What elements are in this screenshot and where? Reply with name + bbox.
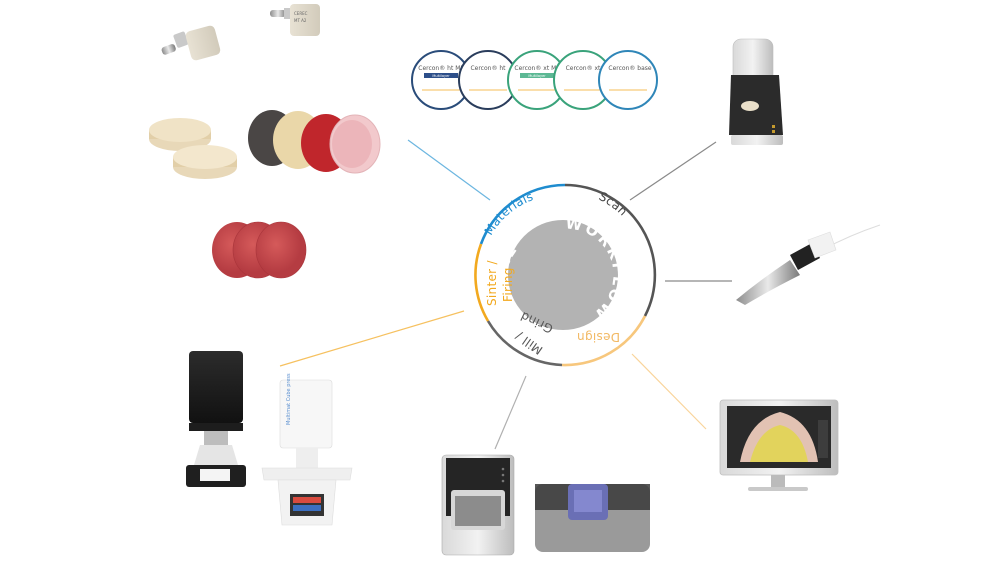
product-cadcam-block-2[interactable]: CEREC MT A2 — [270, 4, 320, 36]
svg-text:Cercon® xt ML: Cercon® xt ML — [514, 65, 560, 72]
product-lab-scanner[interactable] — [729, 38, 783, 145]
svg-text:Multimat Cube press: Multimat Cube press — [286, 373, 292, 425]
product-design-monitor[interactable] — [719, 399, 839, 491]
connector-scan — [629, 141, 717, 201]
product-multi-color-discs[interactable] — [248, 110, 381, 174]
ring-segment-mill — [486, 320, 563, 367]
workflow-ring — [474, 183, 657, 367]
product-press-furnace[interactable]: Multimat Cube press — [261, 373, 353, 526]
product-mill-small[interactable] — [441, 454, 515, 556]
connector-design — [631, 353, 707, 430]
workflow-core — [508, 220, 618, 330]
svg-text:Cercon® ht ML: Cercon® ht ML — [418, 65, 464, 72]
connector-materials — [407, 139, 491, 201]
svg-text:Cercon® base: Cercon® base — [608, 65, 652, 72]
connector-sinter — [279, 310, 465, 367]
svg-text:Cercon® ht: Cercon® ht — [470, 65, 506, 72]
stage-label-sinter[interactable]: Sinter / — [485, 260, 499, 306]
stage-label-firing[interactable]: Firing — [501, 267, 515, 302]
svg-text:Cercon® xt: Cercon® xt — [566, 65, 601, 72]
svg-text:MT A2: MT A2 — [294, 18, 307, 23]
product-pmma-discs[interactable] — [149, 118, 237, 179]
ring-segment-sinter — [474, 243, 490, 322]
stage-label-scan[interactable]: Scan — [597, 189, 631, 219]
disc-cercon-xt-ml[interactable]: Cercon® xt ML Multilayer — [507, 50, 567, 110]
disc-cercon-base[interactable]: Cercon® base — [598, 50, 658, 110]
stage-label-materials[interactable]: Materials — [482, 189, 536, 237]
ring-segment-materials — [479, 183, 566, 245]
product-intraoral-scanner[interactable] — [736, 224, 881, 305]
stage-label-design[interactable]: Design — [577, 330, 620, 344]
product-mill-large[interactable] — [535, 484, 650, 552]
product-cadcam-block-1[interactable] — [161, 25, 222, 62]
svg-text:CEREC: CEREC — [294, 11, 308, 16]
product-red-discs[interactable] — [212, 221, 307, 279]
connector-mill — [494, 375, 527, 450]
ring-segment-design — [561, 315, 647, 367]
svg-text:Multilayer: Multilayer — [528, 74, 546, 78]
svg-text:Multilayer: Multilayer — [432, 74, 450, 78]
ring-segment-scan — [564, 183, 657, 317]
disc-cercon-ht[interactable]: Cercon® ht — [458, 50, 518, 110]
product-cercon-discs[interactable]: Cercon® ht ML Multilayer Cercon® ht Cerc… — [411, 50, 658, 110]
product-sintering-furnace[interactable] — [186, 351, 246, 487]
